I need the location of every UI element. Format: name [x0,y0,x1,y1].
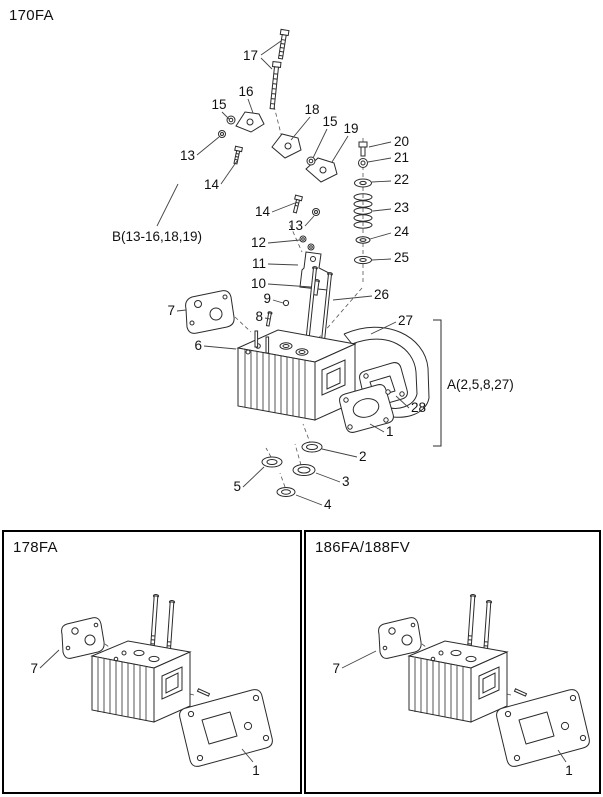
callout-11: 11 [252,256,266,271]
panel-186fa-188fv: 186FA/188FV 7 1 [304,530,601,794]
callout-5: 5 [233,479,241,494]
assembly-dash-lines [234,105,364,488]
head-assembly-178fa [61,593,273,767]
panel-178fa: 178FA 7 1 [2,530,302,794]
callout-1: 1 [386,424,394,439]
callout-7: 7 [332,661,340,676]
stud-8 [265,311,273,327]
callout-7: 7 [30,661,38,676]
callout-1: 1 [565,763,573,778]
washer-13-right [312,208,320,216]
cap-4 [276,487,296,497]
callout-20: 20 [394,134,409,149]
rocker-arm-18 [271,133,302,159]
panel-title-170fa: 170FA [9,7,54,24]
callout-21: 21 [394,150,409,165]
callout-14-left: 14 [204,177,220,192]
pins-12 [299,235,315,251]
callout-13-right: 13 [288,218,303,233]
callout-16: 16 [238,84,253,99]
callout-26: 26 [374,287,389,302]
washer-13-left [218,130,226,138]
callout-2: 2 [359,449,367,464]
callouts: 17 16 15 18 15 19 20 21 22 23 24 25 13 1… [112,48,514,512]
exploded-diagram-170fa: 17 16 15 18 15 19 20 21 22 23 24 25 13 1… [112,28,514,512]
diagram-186fa-188fv: 7 1 [332,593,590,778]
callout-15-left: 15 [211,97,226,112]
bolt-20 [358,141,368,157]
callout-14-right: 14 [255,204,271,219]
ball-9 [282,299,290,307]
callout-18: 18 [304,102,319,117]
callout-19: 19 [343,121,358,136]
gasket-7 [185,290,235,334]
callout-13-left: 13 [180,148,195,163]
callout-10: 10 [251,276,266,291]
callout-15-right: 15 [322,114,337,129]
washer-15-right [306,156,316,166]
cylinder-head-6 [236,329,357,421]
group-a-bracket [433,319,442,447]
valve-5 [261,456,283,468]
panel-title-178fa: 178FA [13,539,58,556]
adjuster-screw-14-right [292,194,304,214]
bolts-17 [269,28,290,110]
seal-2 [301,441,323,453]
callout-4: 4 [324,497,332,512]
panel-170fa: 170FA [9,7,514,512]
leader-lines [156,40,410,506]
callout-1: 1 [252,763,260,778]
callout-7: 7 [167,303,175,318]
spring-retainer-22 [354,178,372,188]
callout-28: 28 [411,400,426,415]
gasket-1 [339,384,394,433]
valve-spring-23 [353,193,373,229]
callout-27: 27 [398,313,413,328]
callout-17: 17 [243,48,258,63]
washer-25 [354,255,372,265]
callout-9: 9 [263,291,271,306]
callout-3: 3 [342,474,350,489]
adjuster-screw-14-left [233,145,244,165]
leader-lines-178fa [39,649,254,763]
callout-23: 23 [394,200,409,215]
group-label-a: A(2,5,8,27) [447,377,514,392]
callout-24: 24 [394,224,410,239]
group-label-b: B(13-16,18,19) [112,229,202,244]
cap-21 [358,158,368,168]
callout-6: 6 [194,338,202,353]
callout-22: 22 [394,172,409,187]
leader-lines-186fa [341,650,567,763]
panel-title-186fa-188fv: 186FA/188FV [315,539,411,556]
callout-8: 8 [255,309,263,324]
spring-seat-24 [355,236,371,244]
callout-12: 12 [251,235,266,250]
seat-3 [292,464,316,476]
head-assembly-186fa [378,593,590,767]
callout-25: 25 [394,250,409,265]
rocker-arm-16 [235,111,265,133]
diagram-178fa: 7 1 [30,593,273,778]
washer-15-left [226,115,236,125]
